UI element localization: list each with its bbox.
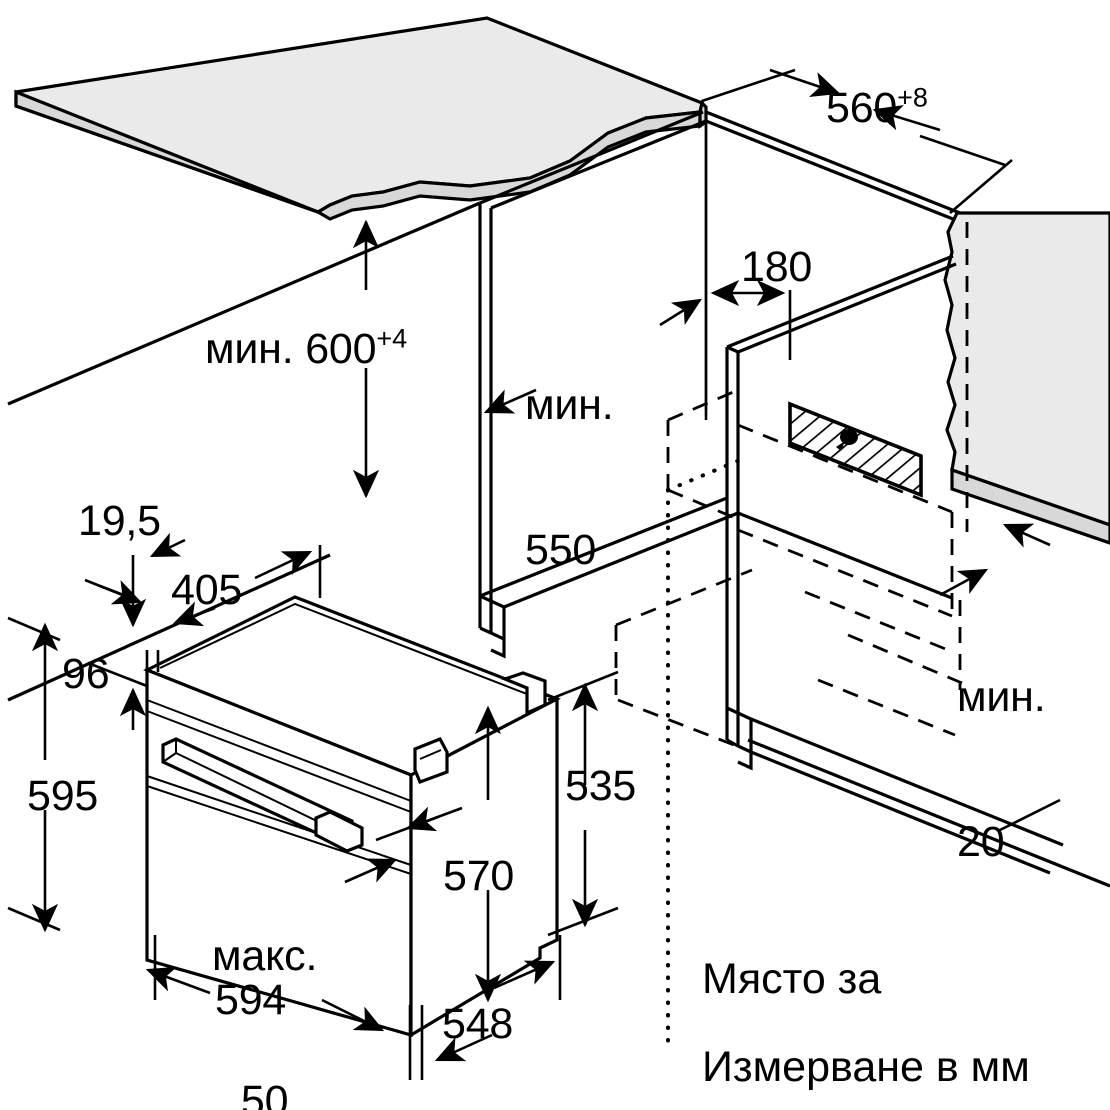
oven-appliance bbox=[143, 595, 561, 1038]
dim-label-594: 594 bbox=[215, 976, 287, 1024]
dim-arrow-594-right bbox=[321, 998, 385, 1032]
dim-arrow-594-left bbox=[145, 966, 211, 995]
dim-label-19-5: 19,5 bbox=[78, 497, 161, 545]
connection-zone-note: Място за връзка за уреди 320 x 115 bbox=[702, 954, 882, 1003]
dim-label-595: 595 bbox=[27, 772, 99, 820]
dim-label-570: 570 bbox=[443, 852, 515, 900]
dim-arrow-405-right bbox=[254, 550, 313, 580]
dim-label-maks-50: макс. 50 bbox=[212, 932, 318, 1110]
cabinet-niche bbox=[7, 110, 1110, 1044]
dim-arrow-560-right bbox=[872, 105, 941, 132]
dim-label-min-600: мин. 600+4 bbox=[205, 323, 408, 373]
dim-arrow-50-lower bbox=[344, 858, 398, 884]
dim-arrow-20-upper bbox=[1002, 523, 1051, 548]
units-note: Измерване в мм bbox=[702, 1043, 1030, 1091]
dim-arrow-19-5-left bbox=[84, 578, 143, 605]
dim-label-535: 535 bbox=[565, 762, 637, 810]
dim-arrow-548-right bbox=[493, 960, 556, 990]
dim-arrow-548-left bbox=[434, 1033, 493, 1062]
dim-arrow-405-lower bbox=[172, 601, 216, 627]
dim-label-min-550: мин. 550 bbox=[525, 381, 614, 574]
dim-label-405: 405 bbox=[171, 566, 243, 614]
dim-label-min-20: мин. 20 bbox=[957, 673, 1046, 866]
dim-arrow-550 bbox=[483, 388, 537, 414]
worktop-slab bbox=[14, 16, 708, 221]
dimension-annotations bbox=[7, 68, 1061, 1080]
ventilation-cutout bbox=[788, 401, 923, 498]
dim-arrow-20-lower bbox=[939, 568, 989, 597]
dim-label-180: 180 bbox=[741, 243, 813, 291]
dim-label-96: 96 bbox=[62, 650, 110, 698]
dim-label-548: 548 bbox=[442, 1000, 514, 1048]
dim-label-560: 560+8 bbox=[826, 82, 928, 132]
